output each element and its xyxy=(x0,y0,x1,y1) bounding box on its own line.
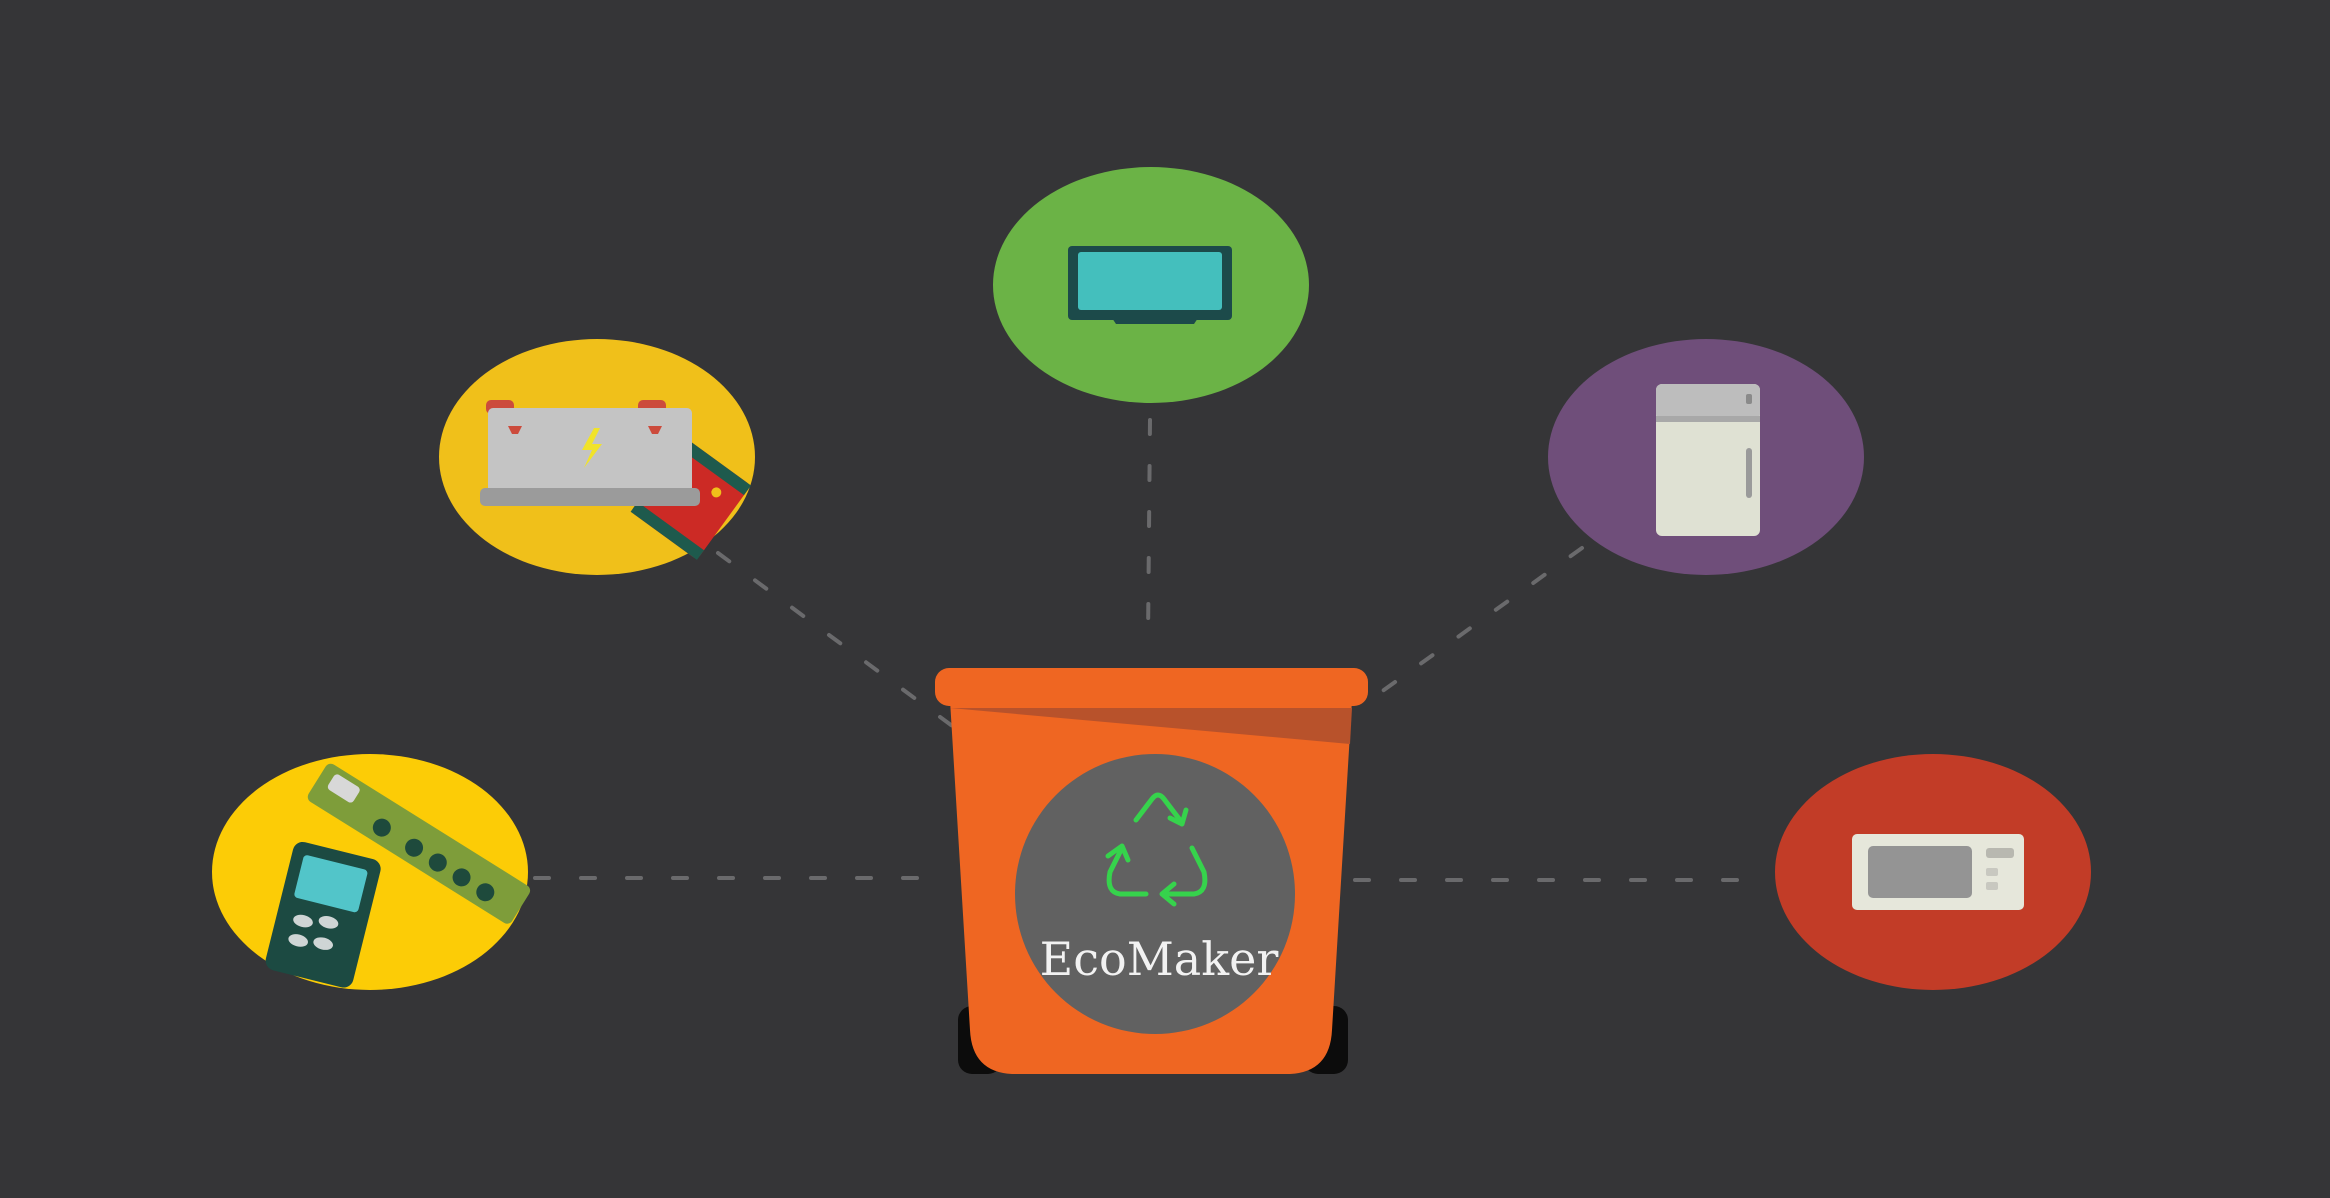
flat-screen-tv-icon xyxy=(1068,246,1232,324)
recycling-bin: EcoMaker xyxy=(935,668,1368,1074)
batteries-item xyxy=(439,339,755,575)
television-item xyxy=(993,167,1309,403)
car-battery-icon xyxy=(480,400,752,560)
brand-name: EcoMaker xyxy=(1040,932,1279,986)
circuit-board-and-phone-icon xyxy=(265,763,531,988)
bin-lid xyxy=(935,668,1368,706)
recycle-icon xyxy=(1105,792,1208,907)
connector-batteries xyxy=(716,551,957,730)
electronics-item xyxy=(212,754,531,990)
refrigerator-icon xyxy=(1656,384,1760,536)
bin-shade xyxy=(950,708,1352,744)
microwave-icon xyxy=(1852,834,2024,910)
refrigerator-item xyxy=(1548,339,1864,575)
connector-television xyxy=(1146,418,1152,642)
connector-lines xyxy=(533,418,1762,882)
microwave-item xyxy=(1775,754,2091,990)
brand-badge xyxy=(1015,754,1295,1034)
connector-refrigerator xyxy=(1368,546,1584,702)
